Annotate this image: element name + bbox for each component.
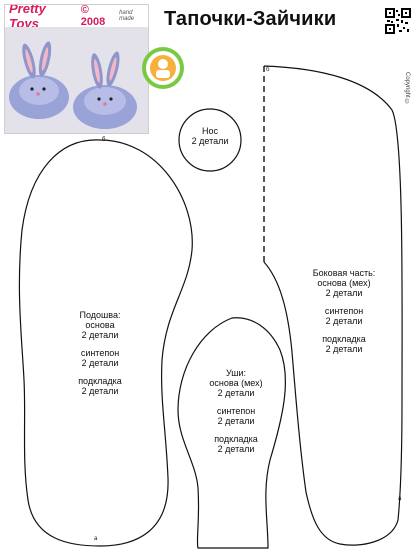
side-part-outline (263, 65, 403, 546)
nose-label: Нос 2 детали (180, 126, 240, 146)
side-synt-count: 2 детали (325, 316, 363, 326)
sole-synt-count: 2 детали (81, 358, 119, 368)
side-lining-count: 2 детали (325, 344, 363, 354)
side-mark-bottom: а (398, 496, 402, 502)
side-name: Боковая часть: (312, 268, 376, 278)
ears-name: Уши: (225, 368, 247, 378)
ears-base: основа (мех) (209, 378, 263, 388)
product-photo-frame: Pretty Toys © 2008 hand made (4, 4, 149, 134)
brand-badge-icon (142, 47, 184, 89)
sole-lining: подкладка (78, 376, 122, 386)
qr-code-icon (385, 8, 411, 60)
side-synt: синтепон (324, 306, 364, 316)
ears-synt: синтепон (216, 406, 256, 416)
side-lining: подкладка (322, 334, 366, 344)
ear-outline (177, 317, 286, 549)
brand-year: © 2008 (80, 4, 106, 28)
ears-label: Уши: основа (мех) 2 детали синтепон 2 де… (196, 368, 276, 454)
sole-lining-count: 2 детали (81, 386, 119, 396)
side-label: Боковая часть: основа (мех) 2 детали син… (302, 268, 386, 354)
ears-base-count: 2 детали (217, 388, 255, 398)
nose-outline (178, 108, 242, 172)
side-base: основа (мех) (317, 278, 371, 288)
sole-base-count: 2 детали (81, 330, 119, 340)
left-slipper-image (9, 41, 69, 119)
sole-synt: синтепон (80, 348, 120, 358)
nose-count: 2 детали (191, 136, 229, 146)
sole-outline (18, 139, 193, 547)
side-mark-top: б (266, 67, 270, 73)
sole-name: Подошва: (79, 310, 121, 320)
ears-lining: подкладка (214, 434, 258, 444)
right-slipper-image (73, 51, 137, 129)
sole-base: основа (85, 320, 115, 330)
slippers-photo (5, 27, 148, 133)
brand-handmade: hand made (119, 10, 135, 22)
side-base-count: 2 детали (325, 288, 363, 298)
copyright-note: Copyright © (404, 72, 410, 106)
nose-name: Нос (201, 126, 218, 136)
sole-mark-top: б (102, 137, 106, 143)
page-title: Тапочки-Зайчики (164, 8, 337, 30)
sole-label: Подошва: основа 2 детали синтепон 2 дета… (60, 310, 140, 396)
sole-mark-bottom: а (94, 536, 98, 542)
brand-bar: Pretty Toys © 2008 hand made (5, 4, 148, 31)
ears-lining-count: 2 детали (217, 444, 255, 454)
ears-synt-count: 2 детали (217, 416, 255, 426)
